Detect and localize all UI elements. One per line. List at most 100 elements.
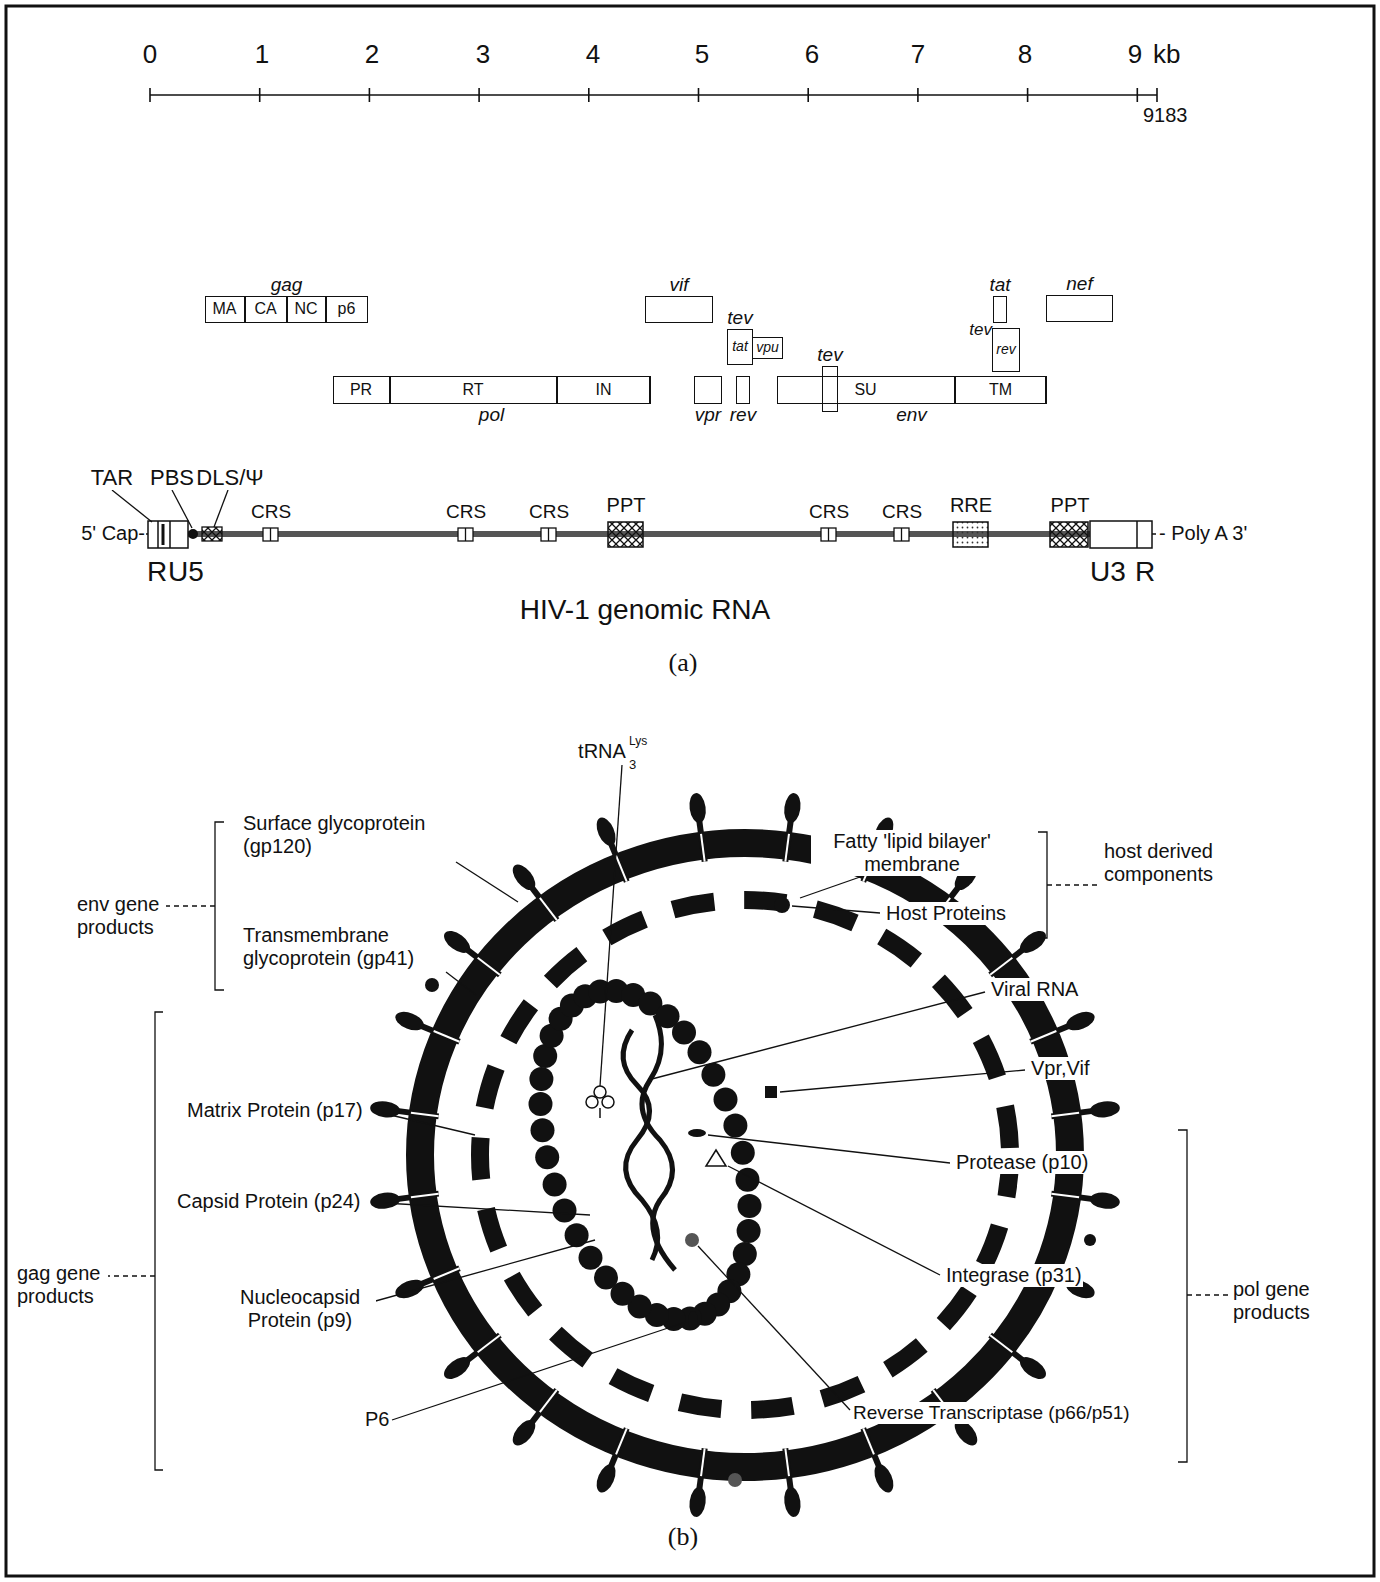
- capsid-dot: [594, 1266, 618, 1290]
- capsid-dot: [529, 1067, 553, 1091]
- virion-label: host derived components: [1103, 840, 1233, 886]
- spike-stem: [785, 1448, 790, 1490]
- scale-number: 3: [475, 40, 491, 70]
- brackets: [108, 822, 1228, 1470]
- gene-box: nef: [1046, 295, 1113, 322]
- capsid-dot: [723, 1114, 747, 1138]
- virion-label: Transmembrane glycoprotein (gp41): [242, 924, 434, 970]
- spike-stem: [411, 1194, 439, 1198]
- capsid-dot: [701, 1063, 725, 1087]
- genome-feature-label: DLS/Ψ: [195, 465, 264, 490]
- scale-number: 9183: [1142, 104, 1189, 127]
- capsid-dot: [579, 1246, 603, 1270]
- gp120-spike: [393, 1276, 427, 1302]
- virion-label: P6: [364, 1408, 390, 1431]
- gene-name: gag: [271, 275, 303, 296]
- gene-box-text: PR: [350, 381, 372, 399]
- spike-stem: [478, 1335, 500, 1352]
- spike-stem: [785, 1448, 789, 1476]
- scale-number: kb: [1152, 40, 1181, 70]
- gene-box: tat: [993, 296, 1007, 323]
- virion-label: env gene products: [76, 893, 166, 939]
- spike-stem: [616, 856, 627, 882]
- capsid-dot: [672, 1021, 696, 1045]
- gene-box: vpu: [752, 337, 783, 359]
- virion-label: (b): [667, 1522, 699, 1552]
- scale-tick: [1027, 88, 1029, 102]
- gp120-spike: [593, 815, 620, 849]
- genome-feature-label: RRE: [949, 494, 993, 517]
- scale-tick: [698, 88, 700, 102]
- spike-stem: [1051, 1194, 1079, 1198]
- gp120-spike: [782, 792, 802, 824]
- gene-name: env: [896, 405, 927, 426]
- spike-stem: [990, 1335, 1023, 1361]
- gene-name: tev: [727, 308, 752, 329]
- gene-box-text: NC: [294, 300, 317, 318]
- spike-stem: [478, 958, 500, 975]
- spike-stem: [1030, 1031, 1056, 1042]
- gene-box-text: rev: [996, 342, 1015, 357]
- gene-box: polPRRTIN: [333, 376, 650, 404]
- virion-label: tRNA: [577, 740, 627, 763]
- spike-stem: [411, 1113, 439, 1117]
- gene-name: vif: [670, 275, 689, 296]
- spike-stem: [421, 1026, 460, 1042]
- gp120-spike: [1016, 1353, 1050, 1384]
- virion-label: Capsid Protein (p24): [176, 1190, 361, 1213]
- gene-box: SU: [777, 376, 955, 404]
- virion-label: gag gene products: [16, 1262, 108, 1308]
- gene-box-text: p6: [338, 300, 356, 318]
- scale-tick: [369, 88, 371, 102]
- virion-label: Fatty 'lipid bilayer' membrane: [811, 830, 1013, 876]
- gene-box: gagMACANCp6: [205, 296, 368, 323]
- capsid-dot: [738, 1194, 762, 1218]
- scale-number: 1: [254, 40, 270, 70]
- gene-box: TM: [955, 376, 1047, 404]
- gp120-spike: [688, 792, 708, 824]
- spike-stem: [467, 949, 500, 975]
- gene-box-text: tat: [732, 339, 748, 354]
- spike-stem: [699, 820, 704, 862]
- capsid-dot: [565, 1223, 589, 1247]
- genome-feature-label: - Poly A 3': [1158, 522, 1248, 545]
- spike-stem: [863, 1428, 874, 1454]
- scale-tick: [1137, 88, 1139, 102]
- scale-tick: [807, 88, 809, 102]
- spike-stem: [434, 1031, 460, 1042]
- genome-feature-label: HIV-1 genomic RNA: [519, 594, 772, 626]
- gene-box-text: RT: [462, 381, 483, 399]
- scale-number: 2: [364, 40, 380, 70]
- virion-label: pol gene products: [1232, 1278, 1332, 1324]
- spike-stem: [990, 958, 1012, 975]
- spike-stem: [467, 1335, 500, 1361]
- spike-stem: [1051, 1111, 1093, 1116]
- scale-number: 7: [910, 40, 926, 70]
- genome-feature-label: CRS: [528, 501, 570, 523]
- genome-feature-label: CRS: [808, 501, 850, 523]
- gene-name: tat: [989, 275, 1010, 296]
- capsid-dot: [714, 1087, 738, 1111]
- virion-label: Protease (p10): [955, 1151, 1089, 1174]
- genome-feature-label: CRS: [881, 501, 923, 523]
- spike-stem: [701, 1448, 705, 1476]
- scale-tick: [1156, 88, 1158, 102]
- virion-label: Host Proteins: [885, 902, 1007, 925]
- genome-feature-label: R: [146, 556, 168, 588]
- genome-feature-label: PPT: [606, 494, 647, 517]
- spike-stem: [421, 1268, 460, 1284]
- spike-stem: [397, 1194, 439, 1199]
- gene-box: envSUTM: [777, 376, 1046, 404]
- leader-lines: [112, 490, 1025, 1420]
- gp120-spike: [393, 1008, 427, 1034]
- spike-stem: [540, 1390, 557, 1412]
- spike-stem: [863, 1428, 879, 1467]
- gene-box: vif: [645, 296, 713, 323]
- gene-name: tev: [969, 321, 992, 340]
- gp120-spike: [440, 1353, 474, 1384]
- gp120-spike: [593, 1461, 620, 1495]
- genome-feature-label: CRS: [250, 501, 292, 523]
- spike-stem: [531, 887, 557, 920]
